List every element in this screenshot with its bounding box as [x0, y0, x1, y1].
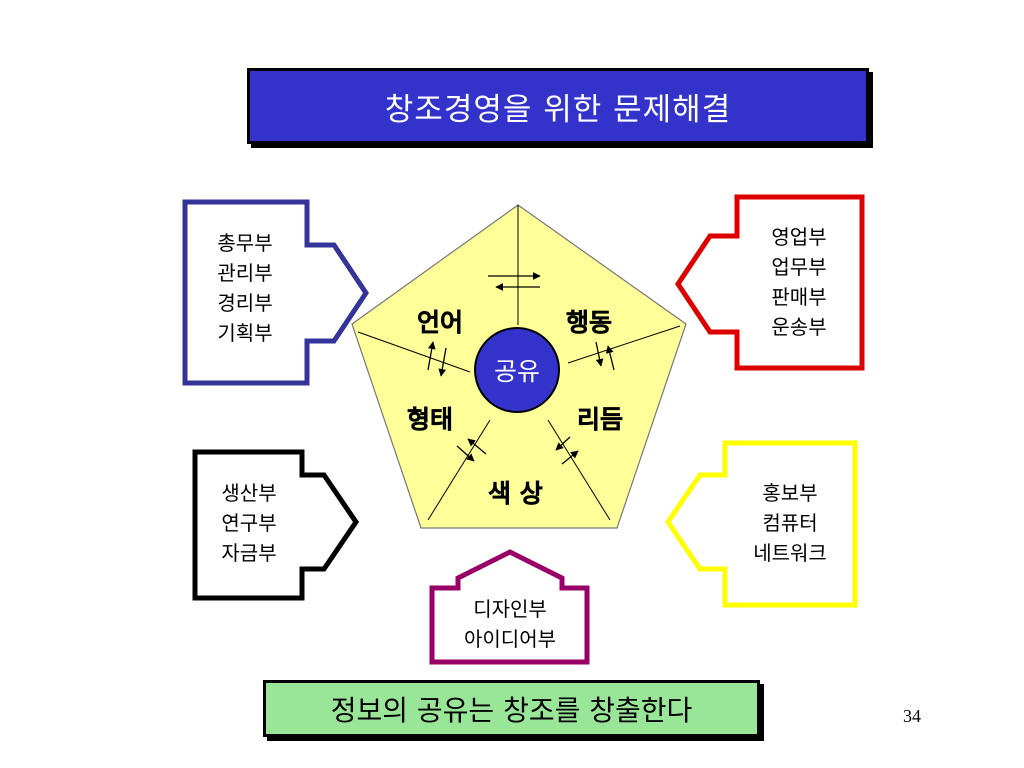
- arrow-bottom-right: [664, 440, 858, 608]
- axis-label-rhythm: 리듬: [577, 405, 624, 434]
- arrow-top-right: [674, 194, 865, 371]
- dept-top-left: 총무부 관리부 경리부 기획부: [217, 231, 273, 345]
- dept-top-right: 영업부 업무부 판매부 운송부: [771, 225, 827, 339]
- footer-box: 정보의 공유는 창조를 창출한다: [263, 680, 760, 737]
- dept-bottom: 디자인부 아이디어부: [464, 597, 556, 651]
- arrow-top-left: [182, 199, 370, 386]
- axis-label-language: 언어: [417, 308, 464, 337]
- axis-label-color: 색 상: [488, 479, 543, 508]
- center-label: 공유: [493, 357, 540, 386]
- dept-bottom-left: 생산부 연구부 자금부: [221, 481, 277, 565]
- radial-lines: [357, 205, 681, 521]
- arrow-bottom-left: [192, 449, 360, 601]
- center-circle: [474, 327, 560, 413]
- title-box: 창조경영을 위한 문제해결: [247, 68, 869, 144]
- page-number: 34: [903, 706, 921, 726]
- axis-label-form: 형태: [407, 405, 454, 434]
- footer-text: 정보의 공유는 창조를 창출한다: [330, 693, 693, 727]
- arrow-bottom: [429, 549, 590, 665]
- dept-bottom-right: 홍보부 컴퓨터 네트워크: [753, 481, 827, 565]
- title-text: 창조경영을 위한 문제해결: [384, 91, 732, 128]
- axis-label-action: 행동: [566, 308, 613, 337]
- exchange-arrows: [427, 272, 615, 465]
